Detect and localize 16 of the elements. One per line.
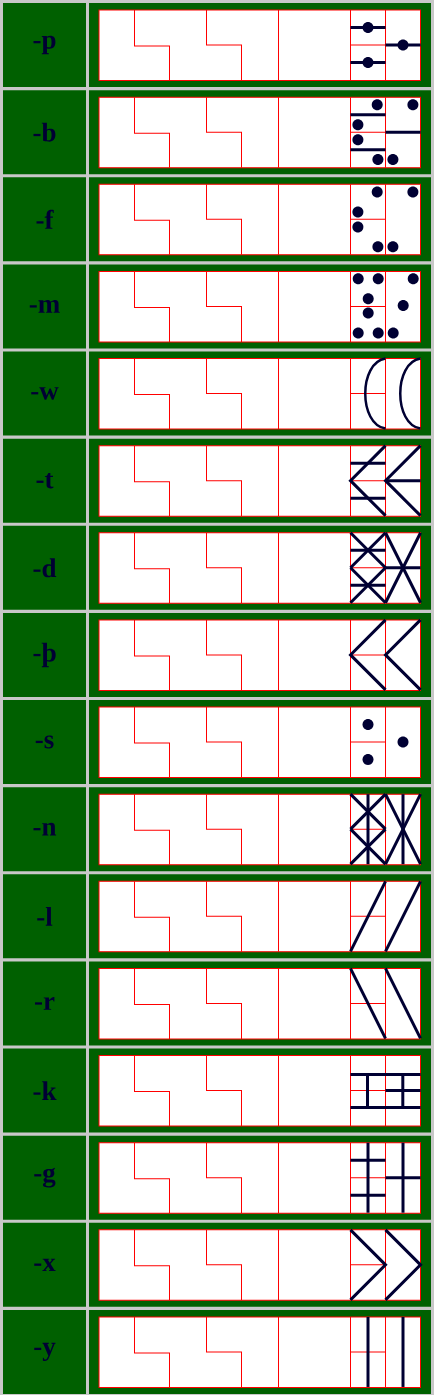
row-label: -w <box>3 351 86 436</box>
row-label: -g <box>3 1135 86 1220</box>
row-label: -m <box>3 264 86 349</box>
row-label: -s <box>3 700 86 785</box>
row-label: -y <box>3 1309 86 1394</box>
row-label: -f <box>3 177 86 262</box>
row-label: -x <box>3 1222 86 1307</box>
row-label: -þ <box>3 612 86 697</box>
row-label: -k <box>3 1048 86 1133</box>
row-label: -b <box>3 90 86 175</box>
row-label: -r <box>3 961 86 1046</box>
row-label: -l <box>3 874 86 959</box>
row-label: -t <box>3 438 86 523</box>
row-label: -n <box>3 787 86 872</box>
row-label: -d <box>3 525 86 610</box>
row-label: -p <box>3 3 86 87</box>
